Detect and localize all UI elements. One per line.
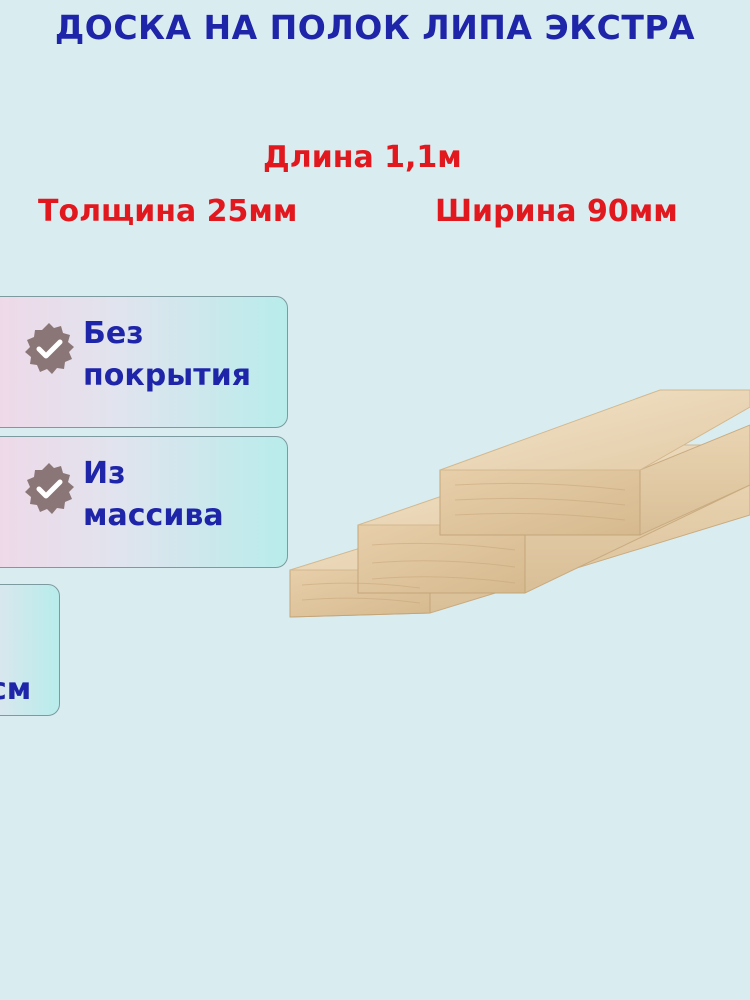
check-badge-icon <box>25 463 74 514</box>
badge-label-line1: Без <box>83 316 144 351</box>
spec-thickness: Толщина 25мм <box>38 194 298 229</box>
feature-badge-no-coating: Без покрытия <box>0 296 288 428</box>
badge-label-line2: покрытия <box>83 358 251 393</box>
wooden-boards-image <box>289 389 750 618</box>
check-badge-icon <box>25 323 74 374</box>
badge-label-line2: массива <box>83 498 224 533</box>
badge-label: Из массива <box>83 453 224 537</box>
badge-label: Без покрытия <box>83 313 251 397</box>
badge-label-line1: Из <box>83 456 126 491</box>
feature-badge-size-cropped: см <box>0 584 60 716</box>
page-title: ДОСКА НА ПОЛОК ЛИПА ЭКСТРА <box>54 8 696 47</box>
feature-badge-solid-wood: Из массива <box>0 436 288 568</box>
spec-width: Ширина 90мм <box>435 194 678 229</box>
spec-length: Длина 1,1м <box>263 140 462 175</box>
badge-label-line2: см <box>0 672 32 707</box>
